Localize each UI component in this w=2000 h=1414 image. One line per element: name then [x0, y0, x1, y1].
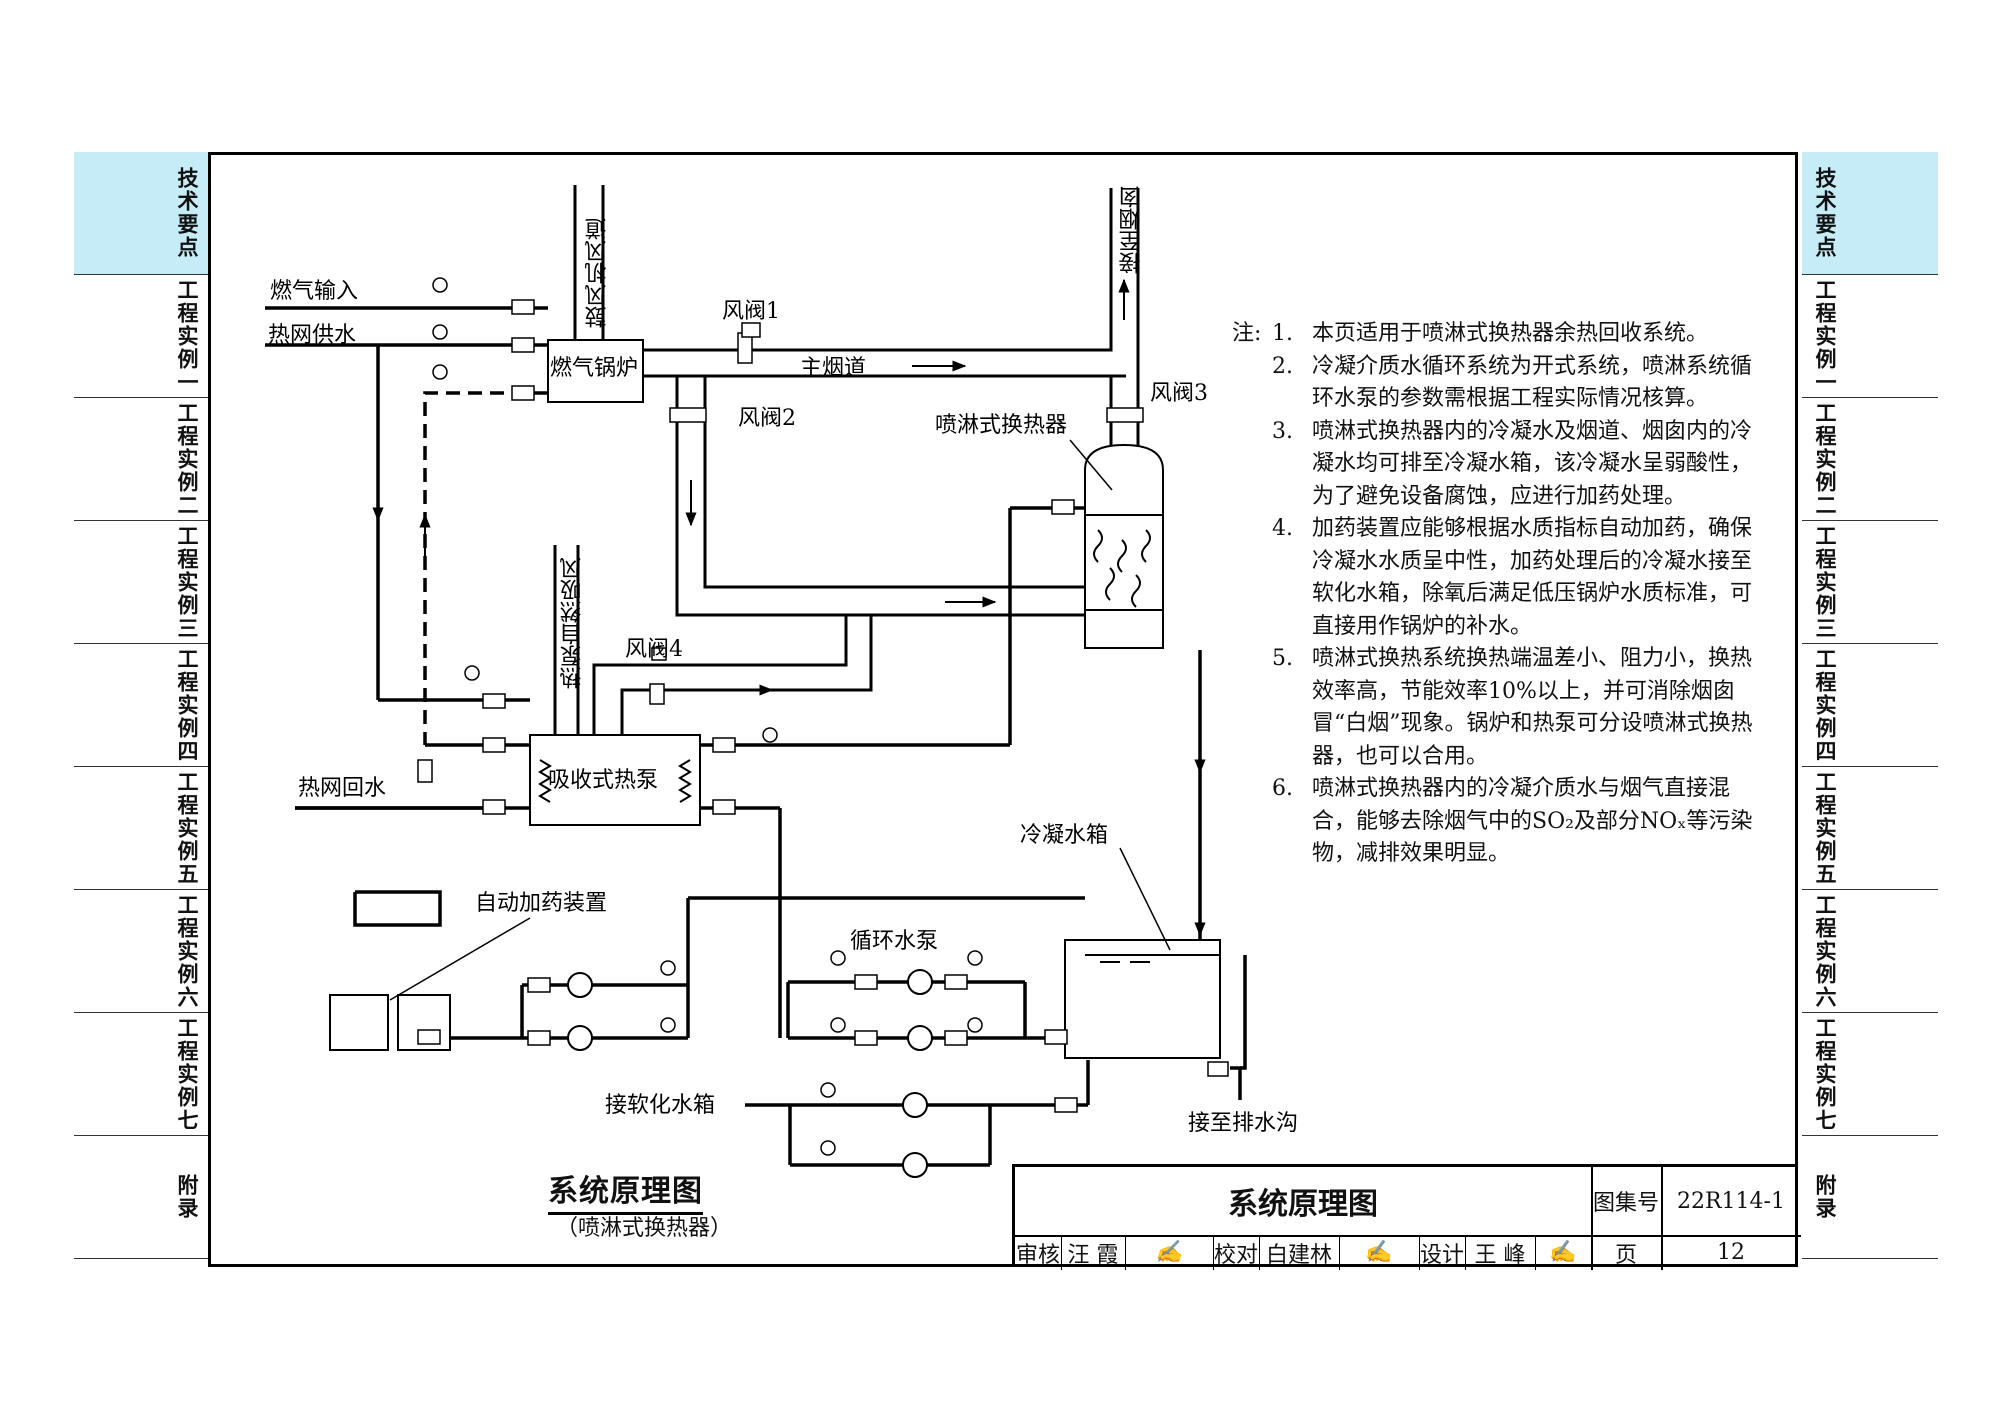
label-spray-hx: 喷淋式换热器: [935, 413, 1067, 438]
index-tab-tech[interactable]: 技术要点: [1802, 152, 1938, 275]
tb-review-signature: ✍: [1125, 1235, 1214, 1270]
note-item: 5.喷淋式换热系统换热端温差小、阻力小，换热效率高，节能效率10%以上，并可消除…: [1272, 646, 1753, 769]
index-tab-case1[interactable]: 工程实例一: [1802, 275, 1938, 398]
label-gas-boiler: 燃气锅炉: [550, 356, 638, 381]
tb-page-label: 页: [1591, 1235, 1663, 1270]
drawing-subtitle: （喷淋式换热器）: [556, 1216, 733, 1241]
tb-page-no: 12: [1717, 1240, 1745, 1265]
tb-design-label: 设计: [1419, 1235, 1466, 1270]
label-hp-natural-air: 热泵自然吸风: [560, 557, 586, 689]
tb-review-label: 审核: [1015, 1235, 1062, 1270]
index-tab-case4[interactable]: 工程实例四: [74, 644, 210, 767]
notes-heading: 注:: [1232, 321, 1262, 346]
index-tab-case4[interactable]: 工程实例四: [1802, 644, 1938, 767]
tb-atlas-no: 22R114-1: [1661, 1167, 1801, 1237]
note-item: 6.喷淋式换热器内的冷凝介质水与烟气直接混合，能够去除烟气中的SO₂及部分NOₓ…: [1272, 776, 1753, 866]
dashed-bypass-pipe: [423, 391, 548, 745]
tb-reviewer: 汪 霞: [1061, 1235, 1126, 1270]
right-index: 技术要点 工程实例一 工程实例二 工程实例三 工程实例四 工程实例五 工程实例六…: [1802, 152, 1938, 1259]
note-item: 1.本页适用于喷淋式换热器余热回收系统。: [1272, 321, 1709, 346]
tb-designer: 王 峰: [1465, 1235, 1536, 1270]
spray-hx-body: [1084, 443, 1164, 649]
label-to-chimney: 接至烟囱: [1119, 186, 1145, 274]
index-tab-case2[interactable]: 工程实例二: [1802, 398, 1938, 521]
index-tab-case3[interactable]: 工程实例三: [74, 521, 210, 644]
label-gas-input: 燃气输入: [270, 279, 358, 304]
note-item: 4.加药装置应能够根据水质指标自动加药，确保冷凝水水质呈中性，加药处理后的冷凝水…: [1272, 516, 1753, 639]
label-dosing-device: 自动加药装置: [475, 891, 607, 916]
label-heat-return: 热网回水: [298, 776, 386, 801]
title-block: 系统原理图 图集号 22R114-1 审核 汪 霞 ✍ 校对 白建林 ✍ 设计 …: [1012, 1164, 1801, 1270]
label-damper4: 风阀4: [625, 637, 683, 662]
index-tab-case1[interactable]: 工程实例一: [74, 275, 210, 398]
index-tab-case6[interactable]: 工程实例六: [74, 890, 210, 1013]
index-tab-case2[interactable]: 工程实例二: [74, 398, 210, 521]
tb-atlas-label: 图集号: [1591, 1167, 1663, 1237]
label-heat-supply: 热网供水: [268, 323, 356, 348]
note-item: 3.喷淋式换热器内的冷凝水及烟道、烟囱内的冷凝水均可排至冷凝水箱，该冷凝水呈弱酸…: [1272, 418, 1753, 509]
label-main-flue: 主烟道: [800, 356, 866, 381]
index-tab-case7[interactable]: 工程实例七: [74, 1013, 210, 1136]
tb-check-label: 校对: [1213, 1235, 1260, 1270]
tb-design-signature: ✍: [1535, 1235, 1593, 1270]
index-tab-case5[interactable]: 工程实例五: [1802, 767, 1938, 890]
left-index: 技术要点 工程实例一 工程实例二 工程实例三 工程实例四 工程实例五 工程实例六…: [74, 152, 210, 1259]
label-to-softened-tank: 接软化水箱: [605, 1093, 715, 1118]
label-damper1: 风阀1: [722, 299, 780, 324]
label-damper3: 风阀3: [1150, 381, 1208, 406]
index-tab-case5[interactable]: 工程实例五: [74, 767, 210, 890]
drawing-title: 系统原理图: [548, 1166, 703, 1215]
index-tab-case3[interactable]: 工程实例三: [1802, 521, 1938, 644]
label-blower-air: 鼓风机风道: [585, 218, 611, 328]
absorption-heat-pump-box: [529, 734, 701, 826]
label-circ-pump: 循环水泵: [850, 929, 938, 954]
notes-block: 注: 1.本页适用于喷淋式换热器余热回收系统。 2.冷凝介质水循环系统为开式系统…: [1232, 318, 1772, 871]
index-tab-appendix[interactable]: 附录: [74, 1136, 210, 1259]
tb-drawing-name: 系统原理图: [1015, 1167, 1593, 1237]
index-tab-appendix[interactable]: 附录: [1802, 1136, 1938, 1259]
index-tab-tech[interactable]: 技术要点: [74, 152, 210, 275]
drawing-frame: [208, 152, 1798, 1267]
tb-check-signature: ✍: [1339, 1235, 1420, 1270]
condensate-tank-box: [1064, 939, 1221, 1059]
note-item: 2.冷凝介质水循环系统为开式系统，喷淋系统循环水泵的参数需根据工程实际情况核算。: [1272, 353, 1753, 412]
label-absorption-hp: 吸收式热泵: [548, 768, 658, 793]
label-damper2: 风阀2: [738, 406, 796, 431]
label-condensate-tank: 冷凝水箱: [1020, 823, 1108, 848]
index-tab-case7[interactable]: 工程实例七: [1802, 1013, 1938, 1136]
gas-boiler-box: [547, 339, 644, 403]
label-to-drain: 接至排水沟: [1188, 1111, 1298, 1136]
tb-checker: 白建林: [1259, 1235, 1340, 1270]
index-tab-case6[interactable]: 工程实例六: [1802, 890, 1938, 1013]
